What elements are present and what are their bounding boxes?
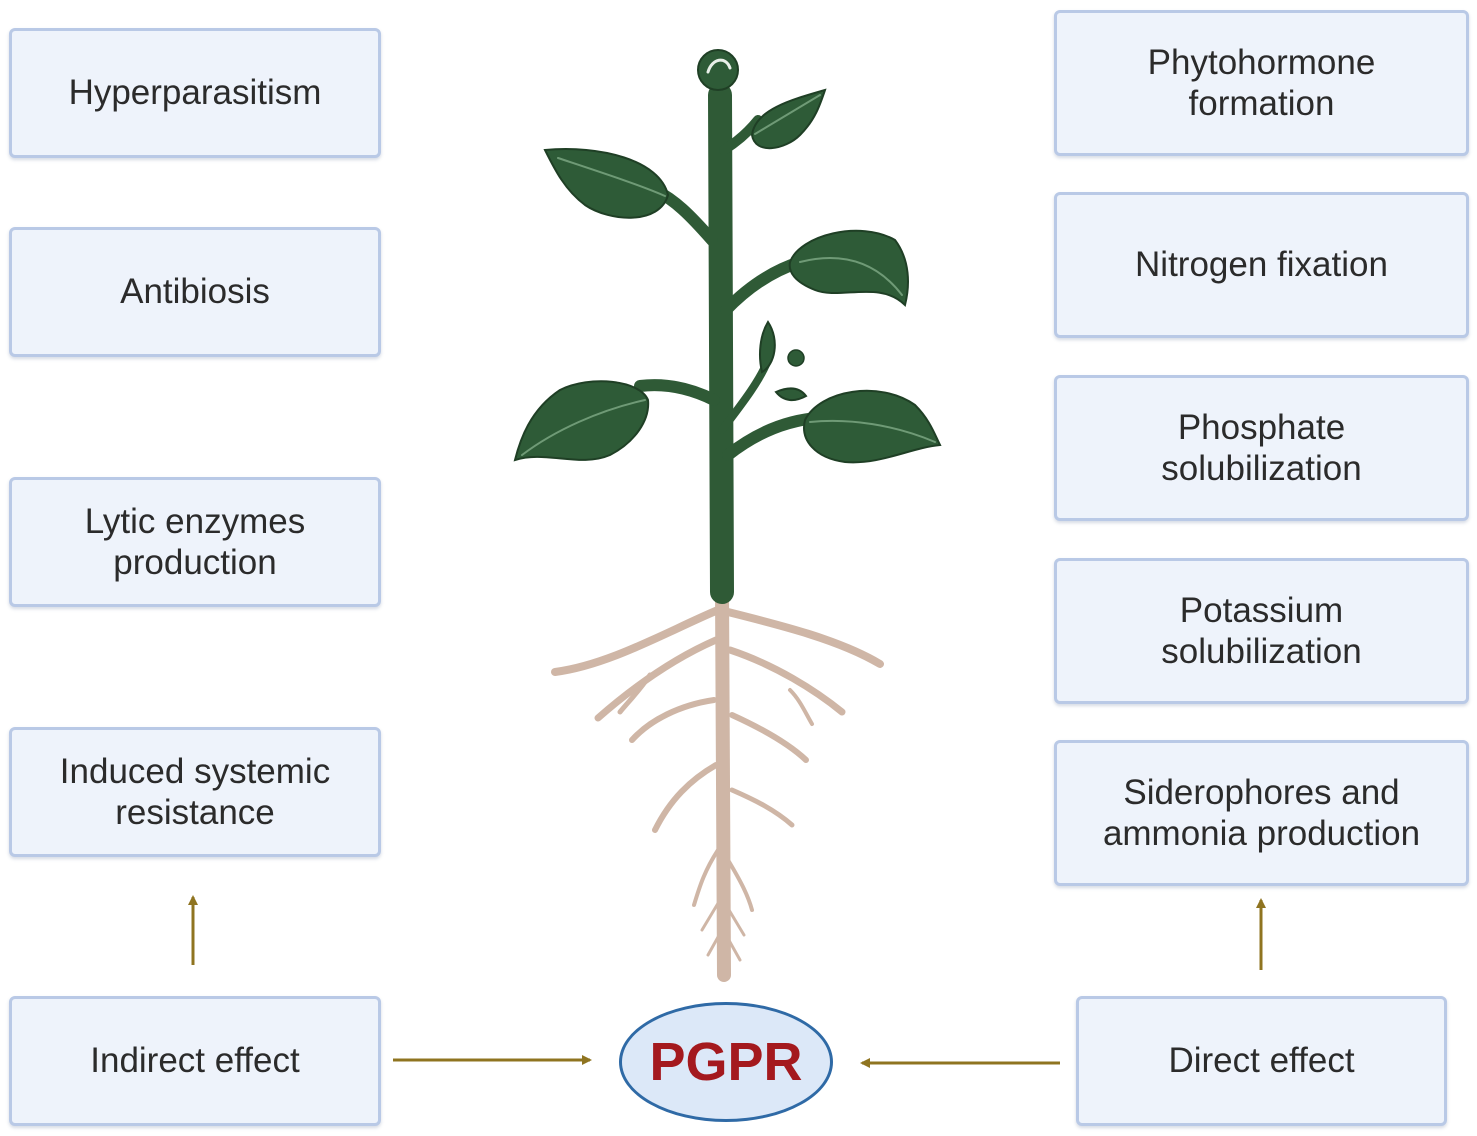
direct-item-phosphate: Phosphate solubilization xyxy=(1054,375,1469,521)
direct-effect-box: Direct effect xyxy=(1076,996,1447,1126)
flower-bud xyxy=(697,49,805,367)
direct-item-phytohormone: Phytohormone formation xyxy=(1054,10,1469,156)
direct-item-nitrogen-fixation: Nitrogen fixation xyxy=(1054,192,1469,338)
leaf-veins xyxy=(521,94,936,456)
root-system xyxy=(551,583,884,982)
pgpr-node: PGPR xyxy=(619,1002,833,1122)
plant-stem xyxy=(634,83,824,604)
plant-leaves xyxy=(513,88,942,464)
indirect-item-lytic-enzymes: Lytic enzymes production xyxy=(9,477,381,607)
direct-item-siderophores: Siderophores and ammonia production xyxy=(1054,740,1469,886)
indirect-item-hyperparasitism: Hyperparasitism xyxy=(9,28,381,158)
direct-item-potassium: Potassium solubilization xyxy=(1054,558,1469,704)
indirect-item-antibiosis: Antibiosis xyxy=(9,227,381,357)
connector-arrows xyxy=(188,895,1266,1068)
plant-illustration xyxy=(513,49,942,982)
indirect-effect-box: Indirect effect xyxy=(9,996,381,1126)
indirect-item-induced-resistance: Induced systemic resistance xyxy=(9,727,381,857)
